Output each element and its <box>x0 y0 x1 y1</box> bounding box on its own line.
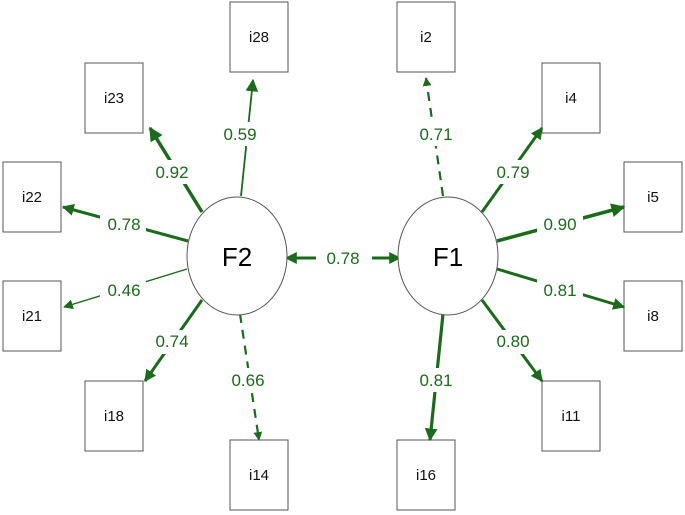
loading-label-i16: 0.81 <box>419 371 452 390</box>
item-label-i14: i14 <box>249 467 269 484</box>
item-box-i14 <box>229 439 289 511</box>
factor-label-f2: F2 <box>222 242 252 272</box>
item-label-i5: i5 <box>647 189 659 206</box>
item-label-i28: i28 <box>249 29 269 46</box>
item-box-i28 <box>229 1 289 73</box>
item-labels: i28 i23 i22 i21 i18 i14 i2 i4 i5 i8 i11 … <box>22 29 659 484</box>
item-box-i23 <box>84 62 144 134</box>
item-label-i2: i2 <box>420 29 432 46</box>
loading-label-i21: 0.46 <box>107 281 140 300</box>
factor-label-f1: F1 <box>433 242 463 272</box>
item-box-i18 <box>84 380 144 452</box>
item-label-i8: i8 <box>647 308 659 325</box>
item-label-i4: i4 <box>565 90 577 107</box>
item-label-i11: i11 <box>562 408 581 425</box>
loading-labels: 0.59 0.92 0.78 0.46 0.74 0.66 0.71 0.79 … <box>100 122 583 392</box>
loading-label-i14: 0.66 <box>231 371 264 390</box>
arrow-f2-i14 <box>238 313 263 441</box>
item-box-i2 <box>396 1 456 73</box>
loading-label-i23: 0.92 <box>155 163 188 182</box>
loading-label-i5: 0.90 <box>543 215 576 234</box>
loading-label-i11: 0.80 <box>496 332 529 351</box>
item-label-i16: i16 <box>416 467 436 484</box>
loading-label-i22: 0.78 <box>107 215 140 234</box>
item-label-i18: i18 <box>104 408 124 425</box>
loading-label-i2: 0.71 <box>419 125 452 144</box>
item-box-i11 <box>541 380 601 452</box>
loading-label-i28: 0.59 <box>223 125 256 144</box>
loading-label-i18: 0.74 <box>155 332 188 351</box>
item-box-i5 <box>623 161 683 233</box>
item-label-i22: i22 <box>22 189 42 206</box>
item-label-i23: i23 <box>104 90 124 107</box>
arrow-f1-i2 <box>422 77 445 197</box>
item-label-i21: i21 <box>22 308 42 325</box>
item-box-i16 <box>396 439 456 511</box>
item-box-i8 <box>623 280 683 352</box>
factor-ellipse-f1 <box>397 196 499 316</box>
correlation-label: 0.78 <box>326 249 359 268</box>
factor-ellipse-f2 <box>186 196 288 316</box>
item-box-i21 <box>2 280 62 352</box>
loading-label-i8: 0.81 <box>543 281 576 300</box>
item-box-i4 <box>541 62 601 134</box>
loading-label-i4: 0.79 <box>496 163 529 182</box>
item-box-i22 <box>2 161 62 233</box>
